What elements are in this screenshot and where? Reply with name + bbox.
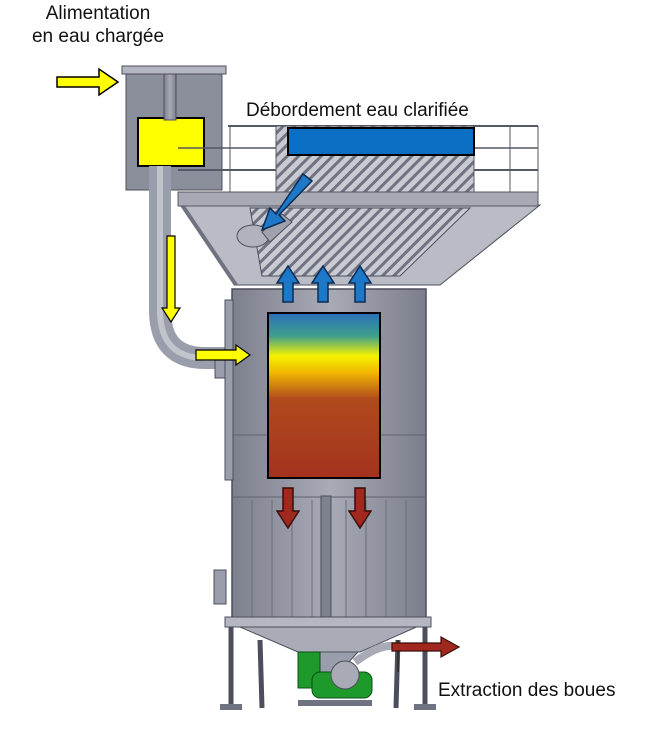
feed-flow-in-arrow — [195, 343, 252, 367]
feed-arrow-icon — [56, 67, 120, 97]
clarified-water-outlet-icon — [260, 172, 314, 232]
sludge-label: Extraction des boues — [438, 680, 616, 701]
feed-label: Alimentation en eau chargée — [18, 2, 178, 48]
separation-zone-gradient — [267, 312, 381, 479]
overflow-label: Débordement eau clarifiée — [246, 100, 469, 121]
feed-box — [121, 65, 227, 191]
pump-icon — [297, 640, 402, 706]
feed-label-line1: Alimentation — [45, 3, 151, 24]
sludge-extraction-arrow-icon — [391, 635, 461, 659]
sludge-flow-down-arrows — [275, 487, 373, 530]
clarified-water-trough — [287, 127, 475, 156]
feed-flow-down-arrow — [160, 235, 182, 324]
clarified-flow-up-arrows — [275, 264, 373, 303]
feed-box-indicator — [137, 117, 205, 167]
feed-label-line2: en eau chargée — [31, 26, 165, 47]
sludge-cone — [220, 616, 436, 710]
